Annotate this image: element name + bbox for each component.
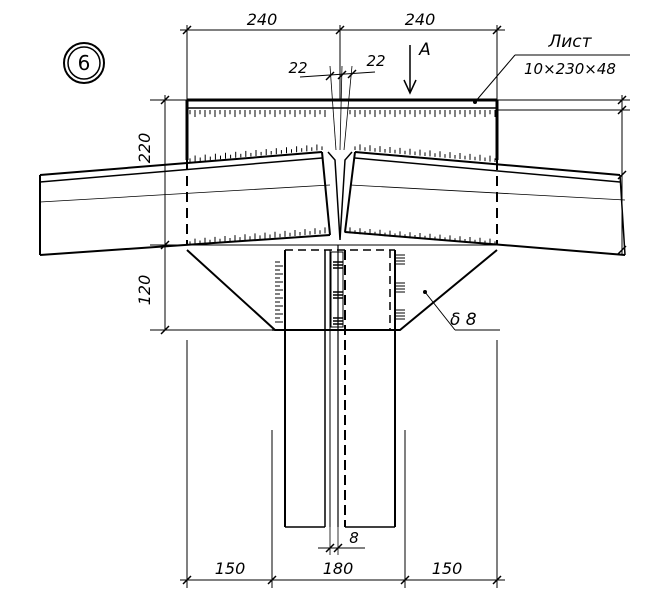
web-gap-dimension: 8 (318, 527, 365, 555)
view-marker-label: A (418, 40, 431, 60)
left-flange-outline (185, 100, 499, 245)
right-rafter (344, 151, 626, 256)
cover-plate (187, 98, 630, 111)
dim-left-upper: 220 (135, 133, 154, 164)
dim-web-gap: 8 (349, 529, 359, 547)
right-dimension-stubs (617, 95, 627, 255)
dim-gap-right: 22 (366, 52, 385, 70)
dim-gap-left: 22 (288, 59, 307, 77)
center-wedge (327, 151, 353, 241)
dim-bottom-middle: 180 (323, 559, 354, 578)
detail-badge-number: 6 (78, 51, 91, 75)
plate-callout: Лист 10×230×48 (473, 32, 630, 104)
plate-callout-spec: 10×230×48 (524, 60, 616, 78)
dim-top-left: 240 (247, 10, 278, 29)
column (272, 245, 400, 528)
detail-badge: 6 (63, 42, 105, 84)
dim-bottom-right: 150 (432, 559, 463, 578)
gusset-thickness-label: δ 8 (450, 310, 477, 330)
plate-callout-title: Лист (547, 32, 592, 52)
view-arrow-a: A (403, 40, 431, 95)
dim-bottom-left: 150 (215, 559, 246, 578)
weld-ticks (189, 110, 496, 325)
left-dimensions: 220 120 (135, 95, 275, 335)
bottom-dimension: 150 180 150 (180, 340, 505, 588)
dim-top-right: 240 (405, 10, 436, 29)
top-dimension: 240 240 (180, 10, 505, 100)
left-rafter (39, 151, 331, 256)
dim-left-lower: 120 (135, 275, 154, 306)
gusset-callout: δ 8 (423, 290, 500, 331)
